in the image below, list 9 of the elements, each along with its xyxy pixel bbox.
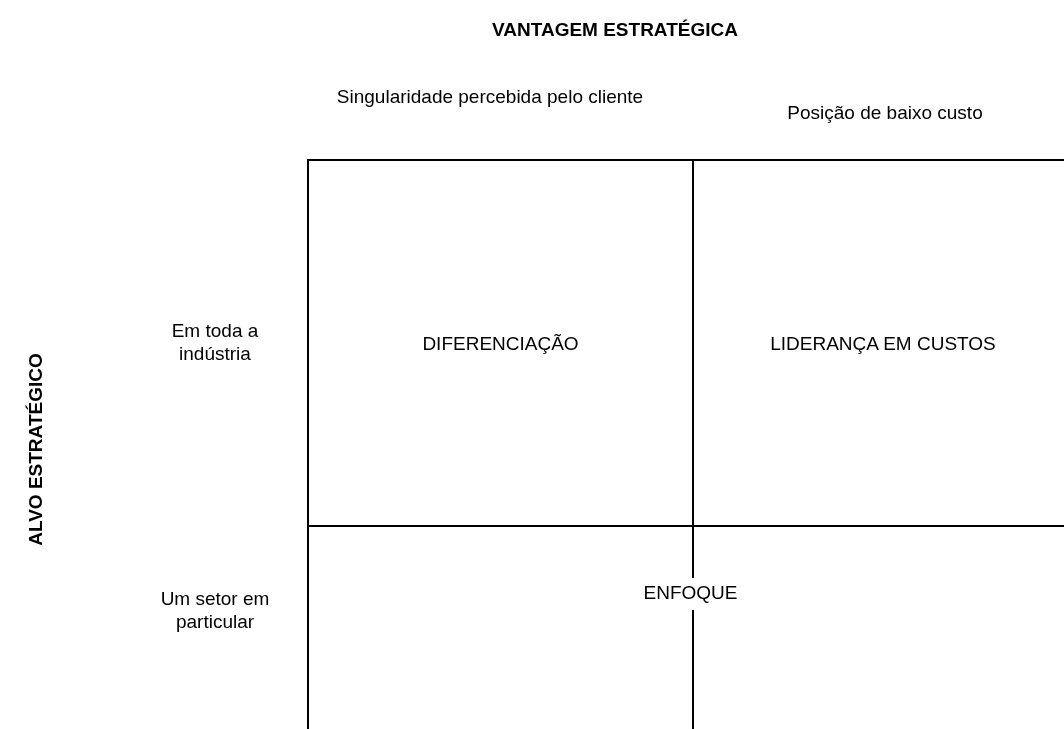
- column-header: Posição de baixo custo: [786, 101, 984, 124]
- axis-title: ALVO ESTRATÉGICO: [23, 352, 47, 548]
- matrix-cell: DIFERENCIAÇÃO: [307, 159, 694, 527]
- matrix-cell: ENFOQUE: [307, 525, 1064, 729]
- axis-title: VANTAGEM ESTRATÉGICA: [491, 18, 739, 41]
- row-header: Um setor em particular: [159, 587, 271, 633]
- matrix-cell: LIDERANÇA EM CUSTOS: [692, 159, 1064, 527]
- row-header: Em toda a indústria: [170, 319, 260, 365]
- column-header: Singularidade percebida pelo cliente: [335, 85, 645, 108]
